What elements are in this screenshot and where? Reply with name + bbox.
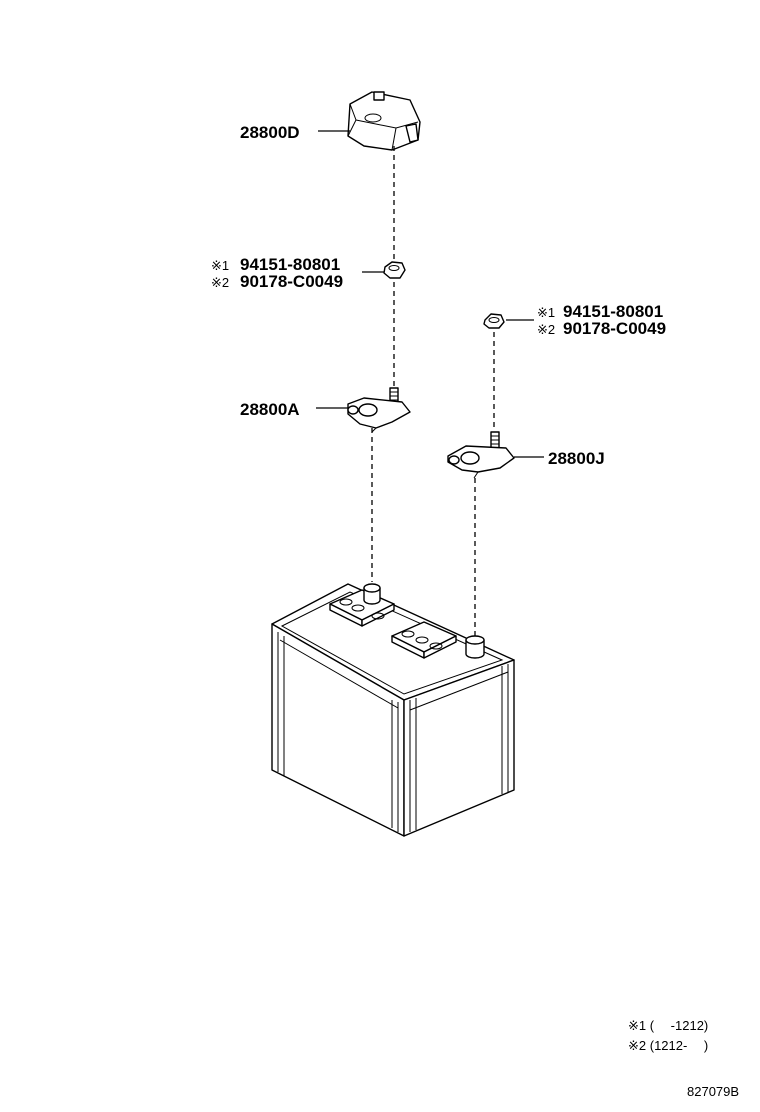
legend: ※1 ( -1212) ※2 (1212- )	[628, 1018, 708, 1053]
legend-note-1: ※1 ( -1212)	[628, 1018, 708, 1033]
nut-right-mark2: ※2	[537, 322, 555, 337]
nut-left-mark1: ※1	[211, 258, 229, 273]
figure-id: 827079B	[687, 1084, 739, 1099]
nut-left-part2: 90178-C0049	[240, 272, 343, 291]
terminal-right-label: 28800J	[548, 449, 605, 468]
battery-terminal-icon	[347, 387, 411, 433]
battery-terminal-icon	[447, 431, 515, 479]
nut-right-label: ※1 94151-80801 ※2 90178-C0049	[537, 302, 666, 338]
battery-icon	[271, 583, 515, 837]
nut-right-part2: 90178-C0049	[563, 319, 666, 338]
legend-note-2: ※2 (1212- )	[628, 1038, 708, 1053]
terminal-left-label: 28800A	[240, 400, 300, 419]
terminal-cover-icon	[347, 91, 421, 151]
nut-left-label: ※1 94151-80801 ※2 90178-C0049	[211, 255, 343, 291]
nut-right-part1: 94151-80801	[563, 302, 663, 321]
hex-nut-icon	[383, 261, 406, 279]
cover-label: 28800D	[240, 123, 300, 142]
hex-nut-icon	[483, 313, 505, 329]
nut-right-mark1: ※1	[537, 305, 555, 320]
nut-left-part1: 94151-80801	[240, 255, 340, 274]
nut-left-mark2: ※2	[211, 275, 229, 290]
